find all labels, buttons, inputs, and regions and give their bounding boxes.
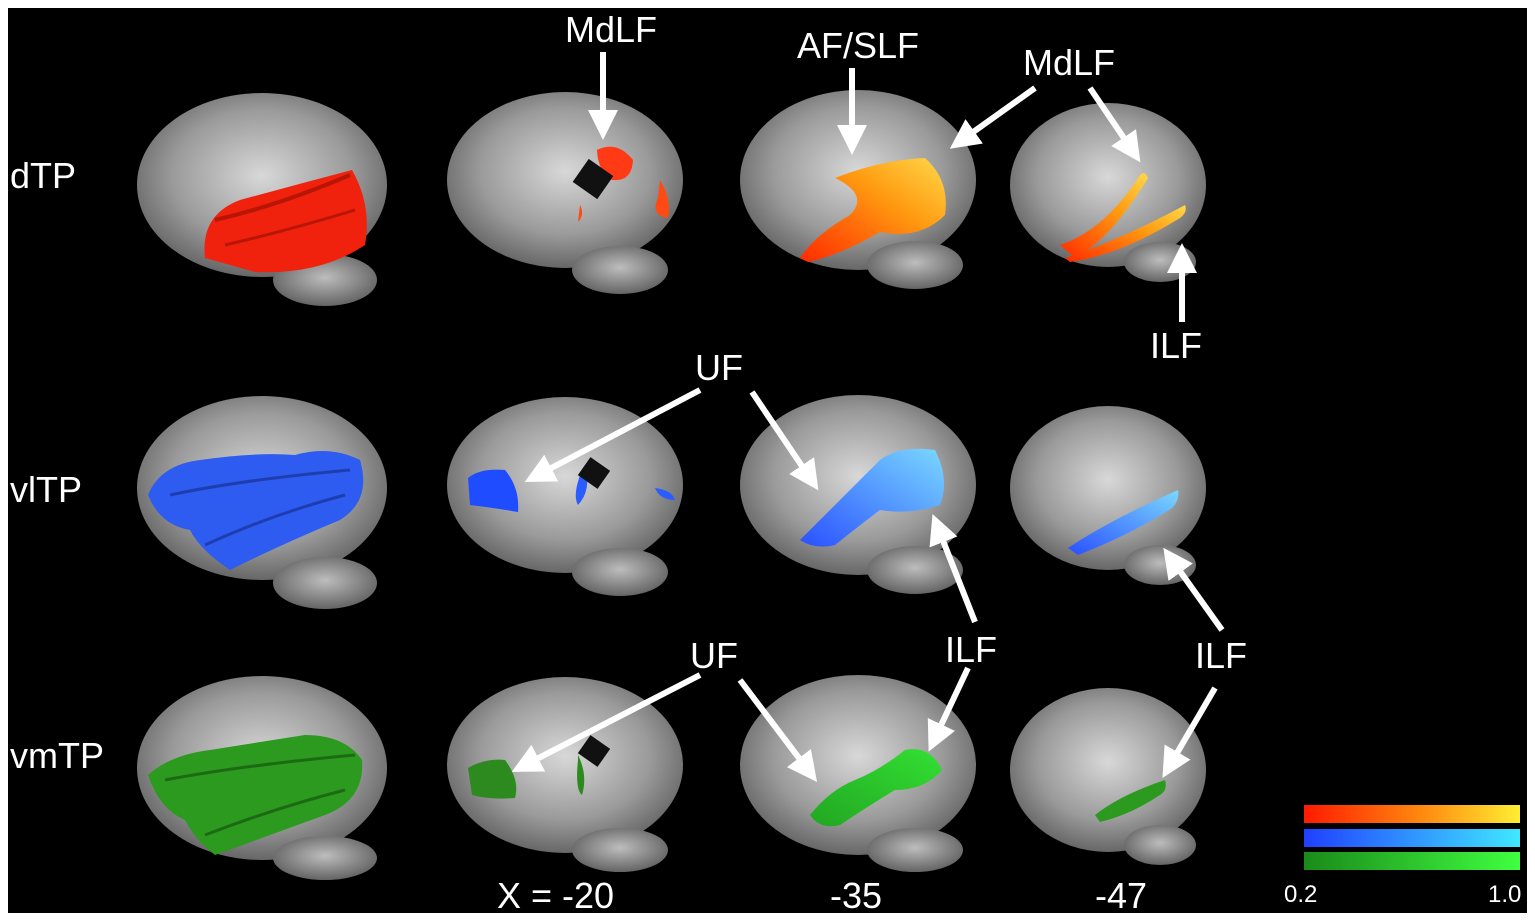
brain-row1-col2 (447, 92, 683, 294)
coordinate-label-35: -35 (830, 875, 882, 916)
tract-label-af-slf: AF/SLF (797, 25, 919, 66)
tract-label-mdlf-top: MdLF (565, 9, 657, 50)
tract-label-uf-row2: UF (695, 347, 743, 388)
colorbar-max-label: 1.0 (1488, 881, 1521, 908)
row-label-vmTP: vmTP (10, 735, 104, 776)
arrows (511, 52, 1225, 782)
tract-label-uf-row3: UF (690, 635, 738, 676)
brain-row2-col1 (137, 396, 387, 609)
tract-volume-vlTP (148, 451, 364, 570)
coordinate-label-x20: X = -20 (497, 875, 614, 916)
tract-label-ilf-row3-right: ILF (1195, 635, 1247, 676)
tract-label-ilf-row2-mid: ILF (945, 629, 997, 670)
brain-row3-col3 (740, 675, 976, 872)
tract-volume-vmTP (148, 735, 363, 855)
brain-row1-col3 (740, 90, 976, 289)
brain-row2-col3 (740, 395, 976, 594)
brain-row3-col2 (447, 677, 683, 872)
row-label-vlTP: vlTP (10, 469, 82, 510)
tract-label-mdlf-right: MdLF (1023, 42, 1115, 83)
brain-row3-col4 (1010, 688, 1206, 865)
colorbar: 0.2 1.0 (1284, 805, 1521, 908)
tract-label-ilf-row1: ILF (1150, 325, 1202, 366)
brain-row3-col1 (137, 676, 387, 880)
colorbar-blue-cyan (1304, 829, 1520, 847)
colorbar-green (1304, 852, 1520, 870)
brain-row1-col1 (137, 93, 387, 306)
coordinate-label-47: -47 (1095, 875, 1147, 916)
brain-row2-col2 (447, 397, 683, 596)
tract-volume-dTP (204, 170, 367, 273)
colorbar-red-yellow (1304, 805, 1520, 823)
colorbar-min-label: 0.2 (1284, 881, 1317, 908)
row-label-dTP: dTP (10, 155, 76, 196)
